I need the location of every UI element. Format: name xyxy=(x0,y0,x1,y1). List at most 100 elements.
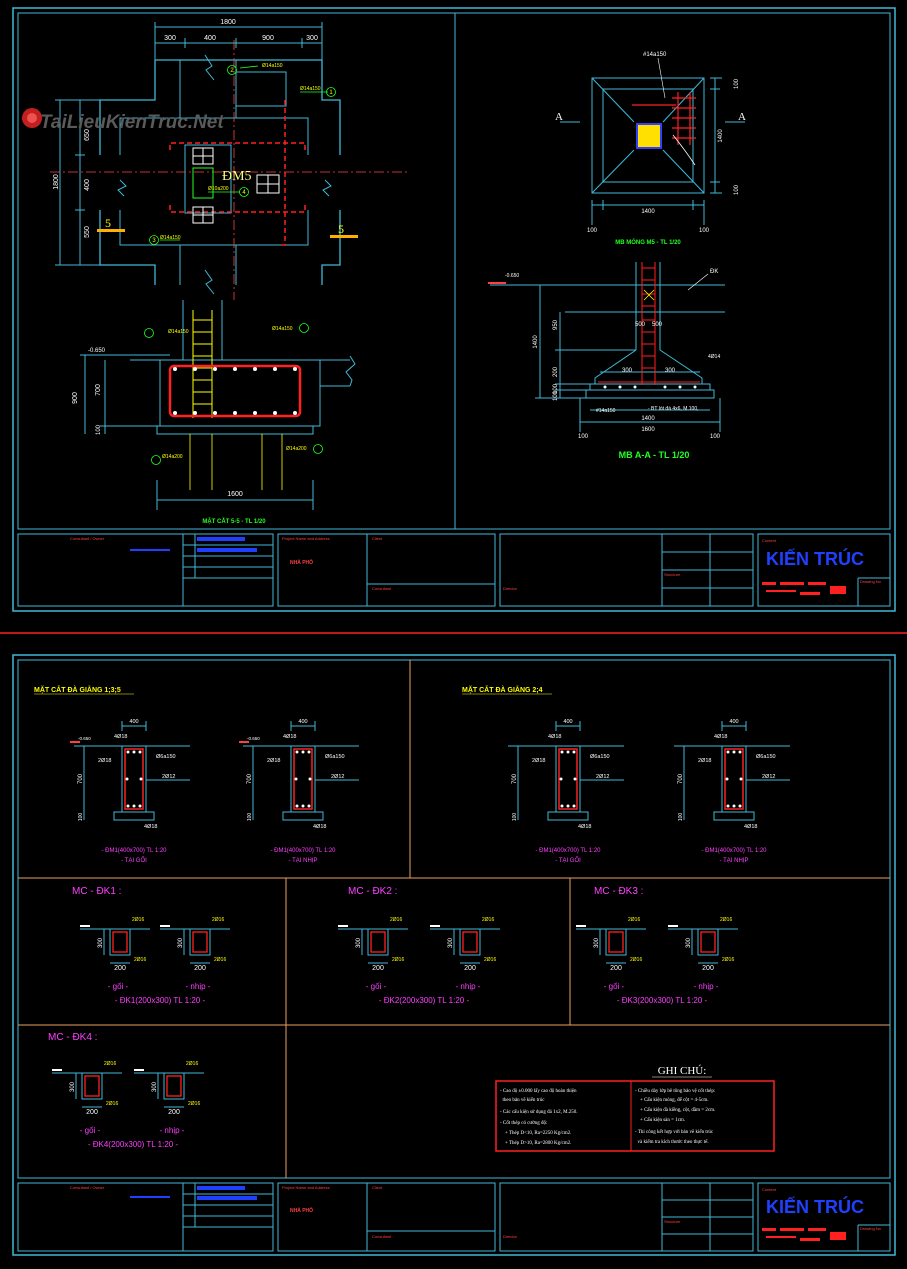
aa-dim-500b: 500 xyxy=(652,322,663,328)
tb2-director: Director xyxy=(503,1234,518,1239)
svg-text:100: 100 xyxy=(512,813,518,822)
foundation-plan-m5: #14a150 A A 100 1400 100 100 1400 100 MB… xyxy=(555,52,746,246)
aa-dim-1600: 1600 xyxy=(641,427,655,433)
title-block-1: Consultant / Owner Project Name and Addr… xyxy=(17,533,891,607)
svg-text:300: 300 xyxy=(70,1081,76,1092)
svg-text:200: 200 xyxy=(372,965,384,972)
s55-dim-700: 700 xyxy=(95,384,102,396)
svg-text:2Ø16: 2Ø16 xyxy=(390,917,402,923)
tb1-brand: KIẾN TRÚC xyxy=(766,548,864,569)
small-group-title-1: MC - ĐK1 : xyxy=(72,886,121,897)
svg-text:4Ø18: 4Ø18 xyxy=(714,734,727,740)
svg-text:2Ø12: 2Ø12 xyxy=(596,774,609,780)
s55-title: MẶT CẮT 5-5 - TL 1/20 xyxy=(202,517,266,525)
svg-text:2Ø16: 2Ø16 xyxy=(484,957,496,963)
circle-2-label: 2 xyxy=(230,68,234,74)
small-group-caption-4: - ĐK4(200x300) TL 1:20 - xyxy=(88,1140,179,1149)
note-left-1: theo bản vẽ kiến trúc xyxy=(500,1098,545,1103)
notes-box: GHI CHÚ: - Cao độ ±0.000 lấy cao độ hoàn… xyxy=(495,1065,775,1152)
svg-text:2Ø16: 2Ø16 xyxy=(188,1101,200,1107)
sheet2-frame xyxy=(12,654,896,1256)
section-a-a: -0.650 ĐK 950 1400 200 100 100 500 500 3… xyxy=(488,262,725,460)
notes-title: GHI CHÚ: xyxy=(658,1065,707,1077)
svg-text:2Ø16: 2Ø16 xyxy=(630,957,642,963)
note-left-4: + Thép D<10, Ra=2250 Kg/cm2. xyxy=(500,1131,571,1136)
tb1-project: Project Name and Address xyxy=(282,536,330,541)
svg-text:300: 300 xyxy=(448,937,454,948)
callout-circles xyxy=(149,65,336,245)
aa-title: MB A-A - TL 1/20 xyxy=(619,450,690,460)
aa-dim-100l: 100 xyxy=(578,434,589,440)
m5-mark-right: A xyxy=(738,111,746,123)
svg-text:Ø6a150: Ø6a150 xyxy=(156,754,176,760)
rebar-callout-c: Ø10a200 xyxy=(208,186,229,192)
svg-text:2Ø16: 2Ø16 xyxy=(722,957,734,963)
svg-text:2Ø12: 2Ø12 xyxy=(762,774,775,780)
foundation-plan-dm5: 1800 300 400 900 300 650 400 550 1800 xyxy=(50,19,410,300)
svg-text:200: 200 xyxy=(168,1109,180,1116)
rebar-callout-a: Ø14a150 xyxy=(262,63,283,69)
dim-top-4: 300 xyxy=(306,35,318,42)
note-right-1: + Cấu kiện móng, đế cột = 4-5cm. xyxy=(635,1098,709,1103)
s55-rebar-left: Ø14a150 xyxy=(168,329,189,335)
svg-text:200: 200 xyxy=(114,965,126,972)
s55-dim-900: 900 xyxy=(72,392,79,404)
small-group-caption-3: - ĐK3(200x300) TL 1:20 - xyxy=(617,996,708,1005)
note-right-2: + Cấu kiện đà kiềng, cột, dầm = 2cm. xyxy=(635,1108,715,1113)
tb2-project: Project Name and Address xyxy=(282,1185,330,1190)
tb1-consultant: Consultant / Owner xyxy=(70,536,105,541)
tb2-consultant: Consultant / Owner xyxy=(70,1185,105,1190)
tb2-client: Client xyxy=(372,1185,383,1190)
m5-dim-bottom-2: 100 xyxy=(699,228,710,234)
note-right-4: - Thi công kết hợp với bản vẽ kiến trúc xyxy=(635,1130,714,1135)
svg-text:2Ø16: 2Ø16 xyxy=(212,917,224,923)
section-mark-left xyxy=(97,229,125,232)
svg-text:4Ø18: 4Ø18 xyxy=(313,824,326,830)
svg-text:700: 700 xyxy=(247,773,253,784)
circle-4-label: 4 xyxy=(242,190,246,196)
aa-level: -0.650 xyxy=(505,273,519,279)
tb1-director: Director xyxy=(503,586,518,591)
svg-text:- ĐM1(400x700) TL 1:20: - ĐM1(400x700) TL 1:20 xyxy=(270,848,336,854)
note-right-0: - Chiều dày lớp bê tông bảo vệ cốt thép: xyxy=(635,1089,715,1094)
small-group-title-3: MC - ĐK3 : xyxy=(594,886,643,897)
svg-text:200: 200 xyxy=(86,1109,98,1116)
svg-text:2Ø18: 2Ø18 xyxy=(532,758,545,764)
aa-note: - BT lót đá 4x6, M.100, xyxy=(648,406,699,412)
m5-rebar: #14a150 xyxy=(643,52,667,58)
svg-text:400: 400 xyxy=(129,719,138,725)
m5-mark-left: A xyxy=(555,111,563,123)
svg-text:- nhịp -: - nhịp - xyxy=(694,982,719,991)
svg-text:Ø6a150: Ø6a150 xyxy=(756,754,776,760)
svg-text:2Ø18: 2Ø18 xyxy=(98,758,111,764)
note-left-0: - Cao độ ±0.000 lấy cao độ hoàn thiện xyxy=(500,1089,577,1094)
svg-text:2Ø16: 2Ø16 xyxy=(214,957,226,963)
small-group-title-2: MC - ĐK2 : xyxy=(348,886,397,897)
svg-text:2Ø18: 2Ø18 xyxy=(698,758,711,764)
svg-text:- TẠI GỐI: - TẠI GỐI xyxy=(121,857,147,864)
circle-3-label: 3 xyxy=(152,238,156,244)
svg-text:- gối -: - gối - xyxy=(366,982,387,991)
s55-rebar-top: Ø14a150 xyxy=(272,326,293,332)
svg-text:100: 100 xyxy=(78,813,84,822)
svg-text:200: 200 xyxy=(464,965,476,972)
svg-text:Ø6a150: Ø6a150 xyxy=(590,754,610,760)
svg-text:2Ø12: 2Ø12 xyxy=(331,774,344,780)
sheet1-frame xyxy=(12,7,896,612)
s55-dim-100: 100 xyxy=(96,424,102,435)
tb2-brand: KIẾN TRÚC xyxy=(766,1196,864,1217)
m5-dim-right-0: 100 xyxy=(734,78,740,89)
dim-top-2: 400 xyxy=(204,35,216,42)
section-5-5: -0.650 900 700 100 1600 Ø14a150 Ø14a150 … xyxy=(72,300,356,525)
dim-top-0: 1800 xyxy=(220,19,236,26)
tb1-content: Content xyxy=(762,538,777,543)
svg-text:2Ø16: 2Ø16 xyxy=(628,917,640,923)
svg-text:2Ø16: 2Ø16 xyxy=(104,1061,116,1067)
s55-rebar-bottom-r: Ø14a200 xyxy=(286,446,307,452)
note-left-5: + Thép D>10, Ra=2800 Kg/cm2. xyxy=(500,1141,571,1146)
svg-text:300: 300 xyxy=(686,937,692,948)
tb1-structure: Structure xyxy=(664,572,681,577)
